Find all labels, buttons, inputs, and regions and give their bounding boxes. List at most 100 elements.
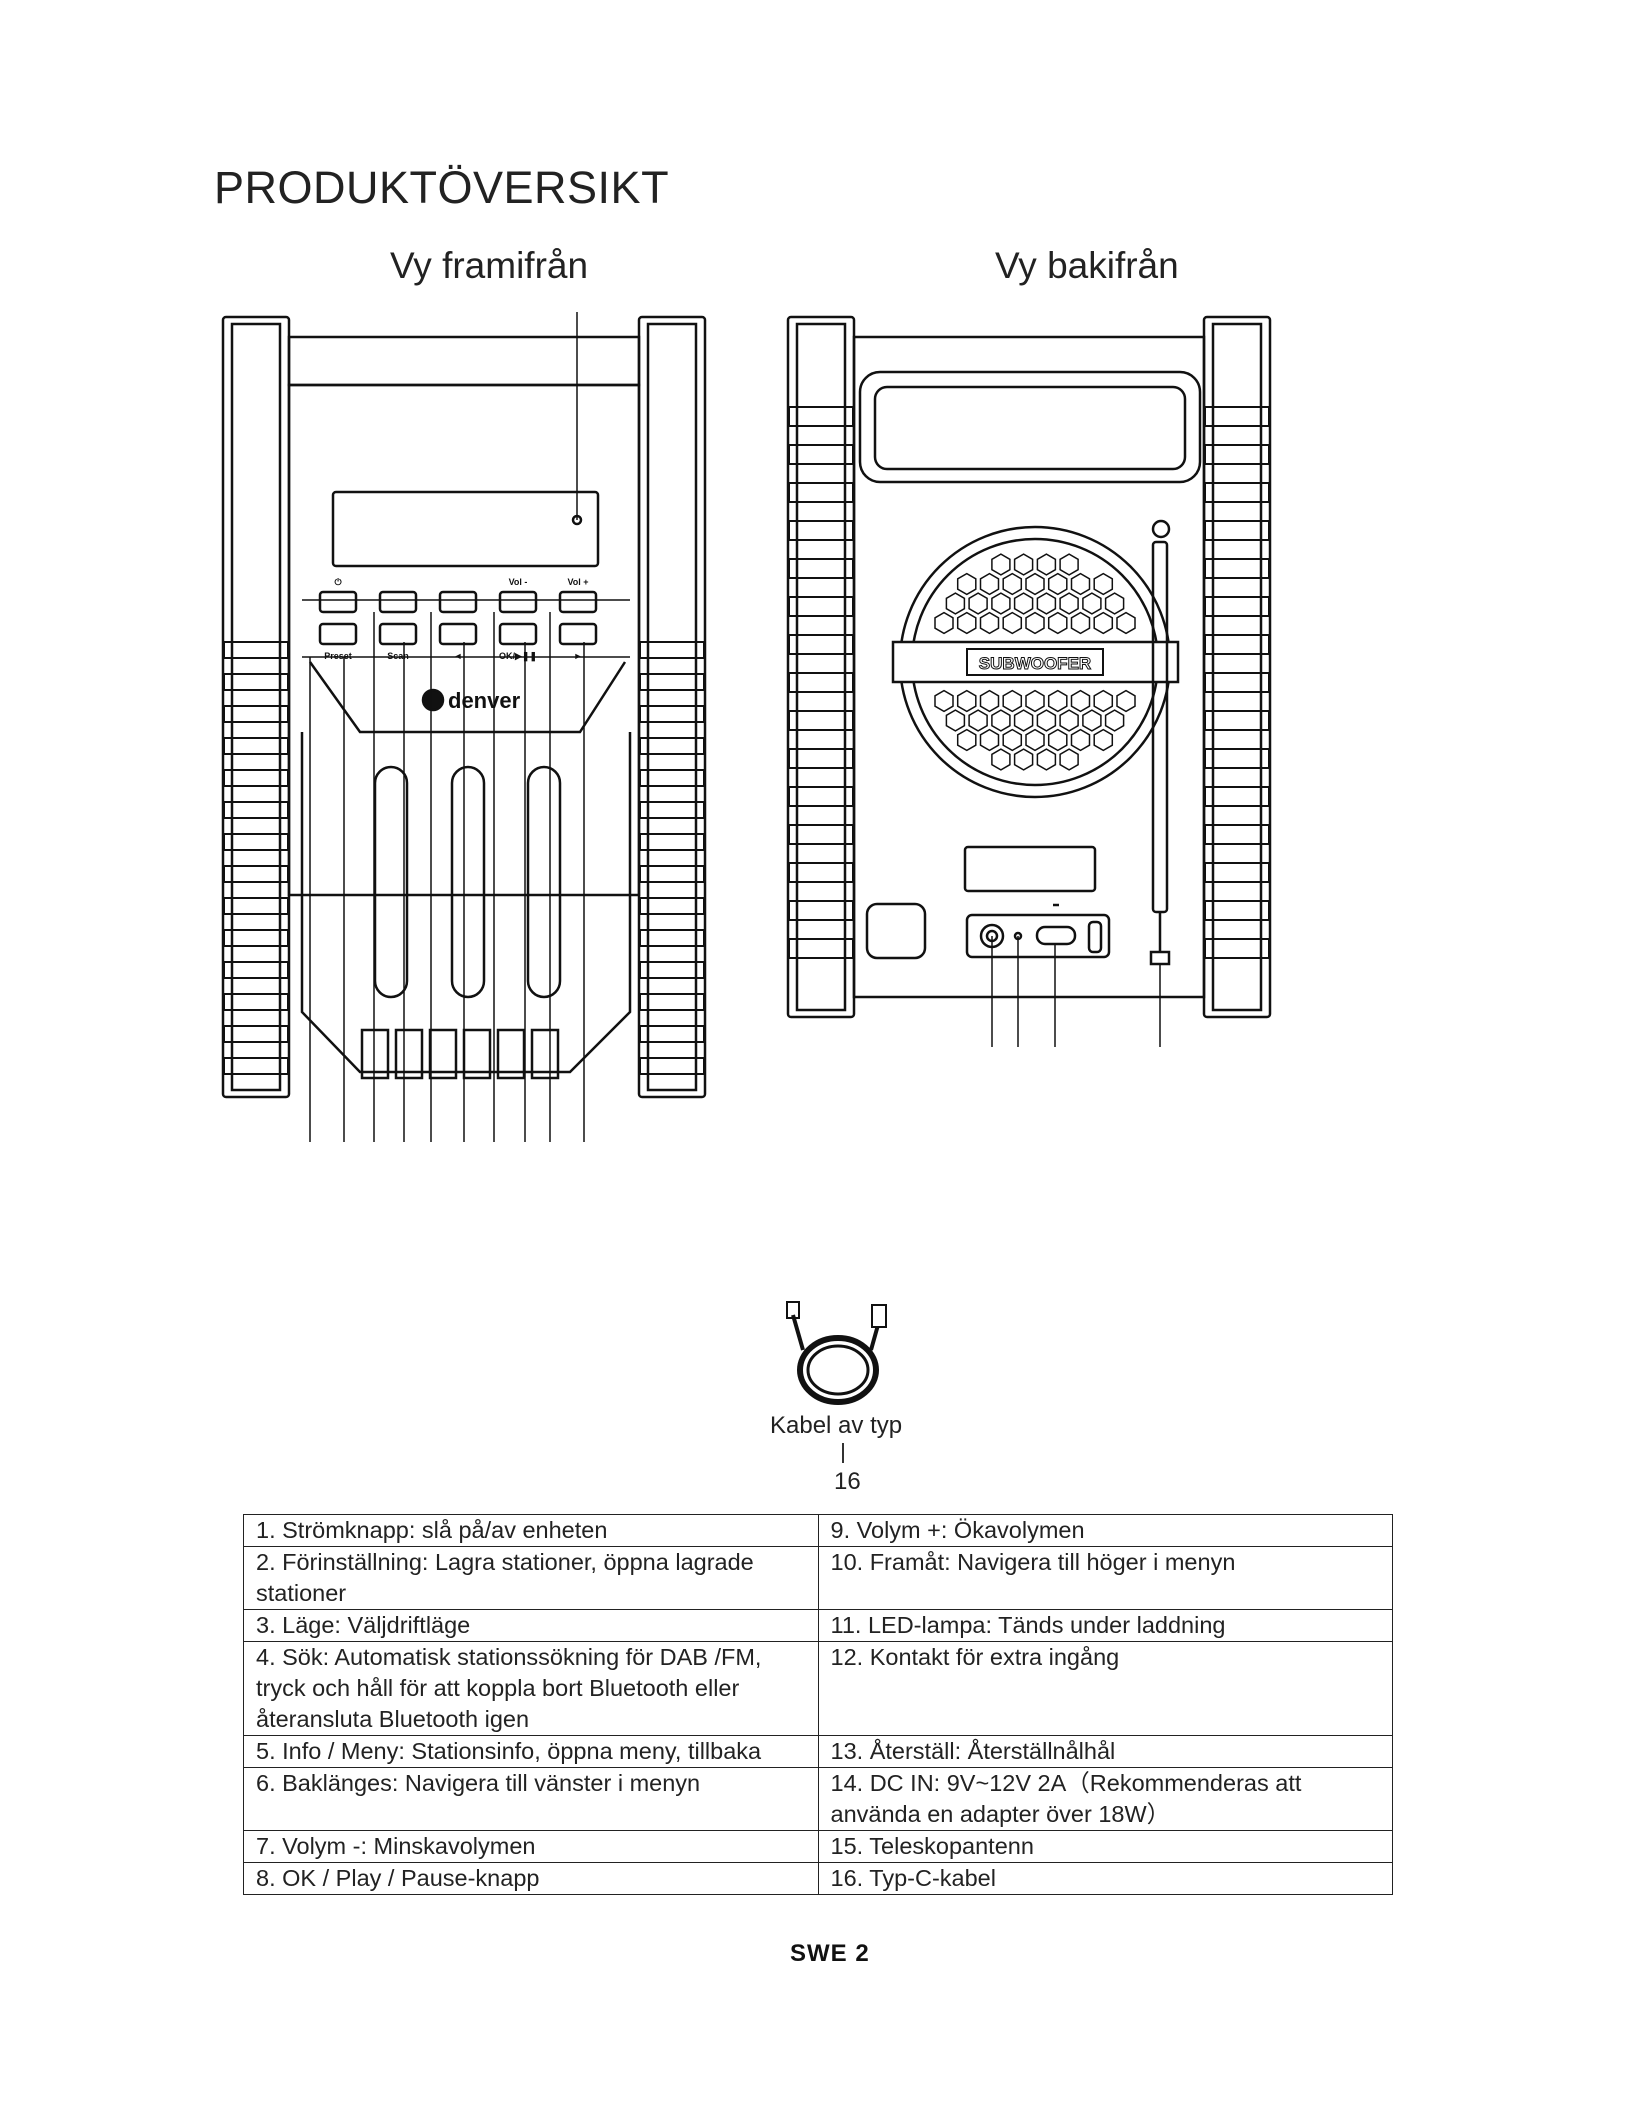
parts-cell: 12. Kontakt för extra ingång [817, 1641, 1393, 1736]
pillar-rib [1204, 558, 1270, 579]
hex-hole [1070, 572, 1091, 596]
hex-hole [1025, 611, 1045, 635]
pillar-rib [788, 862, 854, 883]
hex-hole [934, 689, 954, 713]
hex-hole [1070, 689, 1091, 713]
back-left-pillar [786, 315, 856, 1019]
subwoofer-badge [966, 648, 1104, 676]
parts-row: 2. Förinställning: Lagra stationer, öppn… [243, 1546, 1393, 1610]
hex-hole [1002, 689, 1023, 713]
hex-hole [979, 611, 1000, 635]
pillar-rib [639, 929, 705, 947]
hex-hole [1116, 611, 1136, 635]
back-callout-lines [991, 936, 1161, 1047]
pillar-rib [639, 897, 705, 915]
parts-cell: 15. Teleskopantenn [817, 1830, 1393, 1863]
pillar-rib [223, 865, 289, 883]
parts-cell: 9. Volym +: Ökavolymen [817, 1514, 1393, 1547]
parts-row: 5. Info / Meny: Stationsinfo, öppna meny… [243, 1735, 1393, 1768]
hex-hole [1082, 709, 1102, 732]
pillar-rib [788, 786, 854, 807]
hex-hole [1036, 553, 1057, 576]
hex-hole [1047, 728, 1068, 752]
hex-hole [1093, 611, 1114, 635]
pillar-rib [1204, 634, 1270, 655]
button-label: ► [574, 651, 583, 661]
hex-hole [945, 709, 966, 732]
denver-logo: denver [421, 688, 521, 713]
parts-cell: 10. Framåt: Navigera till höger i menyn [817, 1546, 1393, 1610]
pillar-rib [639, 993, 705, 1011]
pillar-rib [223, 641, 289, 659]
hex-hole [1059, 553, 1079, 576]
hex-hole [1002, 611, 1023, 635]
hex-hole [956, 572, 977, 596]
parts-cell: 7. Volym -: Minskavolymen [243, 1830, 819, 1863]
pillar-rib [223, 833, 289, 851]
pillar-rib [223, 961, 289, 979]
pillar-rib [639, 673, 705, 691]
front-handle-bar [287, 335, 641, 387]
pillar-rib [1204, 748, 1270, 769]
pillar-rib [1204, 900, 1270, 921]
hex-hole [1070, 728, 1091, 752]
parts-cell: 3. Läge: Väljdriftläge [243, 1609, 819, 1642]
pillar-rib [639, 737, 705, 755]
front-top-button [558, 590, 598, 614]
hex-hole [1036, 592, 1057, 615]
pillar-rib [1204, 444, 1270, 465]
front-feet [360, 1028, 560, 1080]
pillar-rib [788, 558, 854, 579]
front-bottom-button [498, 622, 538, 646]
back-label-plate [963, 845, 1097, 893]
pillar-rib [639, 961, 705, 979]
front-bottom-button [438, 622, 478, 646]
led-indicator [1087, 920, 1103, 954]
parts-cell: 1. Strömknapp: slå på/av enheten [243, 1514, 819, 1547]
back-view-diagram: SUBWOOFER [786, 315, 1272, 1047]
button-label: Vol - [509, 577, 528, 587]
parts-row: 6. Baklänges: Navigera till vänster i me… [243, 1767, 1393, 1831]
hex-hole [1036, 709, 1057, 732]
hex-hole [1059, 709, 1079, 732]
back-rubber-foot [865, 902, 927, 960]
hex-hole [956, 611, 977, 635]
page-footer: SWE 2 [790, 1940, 870, 1967]
hex-hole [1025, 689, 1045, 713]
hex-hole [1013, 748, 1034, 771]
pillar-rib [223, 897, 289, 915]
pillar-rib [788, 900, 854, 921]
pillar-rib [788, 596, 854, 617]
pillar-rib [639, 1025, 705, 1043]
hex-hole [1013, 553, 1034, 576]
pillar-rib [1204, 406, 1270, 427]
pillar-rib [788, 672, 854, 693]
subwoofer-grille: SUBWOOFER [891, 525, 1180, 799]
button-label: ⏻ [334, 577, 342, 587]
parts-cell: 5. Info / Meny: Stationsinfo, öppna meny… [243, 1735, 819, 1768]
cable-label: Kabel av typ [770, 1412, 903, 1439]
hex-hole [1013, 709, 1034, 732]
front-top-button [498, 590, 538, 614]
hex-hole [1047, 689, 1068, 713]
pillar-rib [788, 482, 854, 503]
parts-cell: 8. OK / Play / Pause-knapp [243, 1862, 819, 1895]
hex-hole [1104, 592, 1125, 615]
hex-hole [1082, 592, 1102, 615]
parts-cell: 11. LED-lampa: Tänds under laddning [817, 1609, 1393, 1642]
pillar-rib [639, 641, 705, 659]
logo-text: denver [448, 688, 521, 713]
telescopic-antenna [1149, 519, 1171, 966]
hex-hole [1093, 728, 1114, 752]
pillar-rib [223, 1025, 289, 1043]
pillar-rib [223, 929, 289, 947]
hex-hole [968, 592, 988, 615]
hex-hole [1093, 689, 1114, 713]
hex-hole [956, 728, 977, 752]
front-top-button [438, 590, 478, 614]
pillar-rib [639, 769, 705, 787]
pillar-rib [223, 993, 289, 1011]
